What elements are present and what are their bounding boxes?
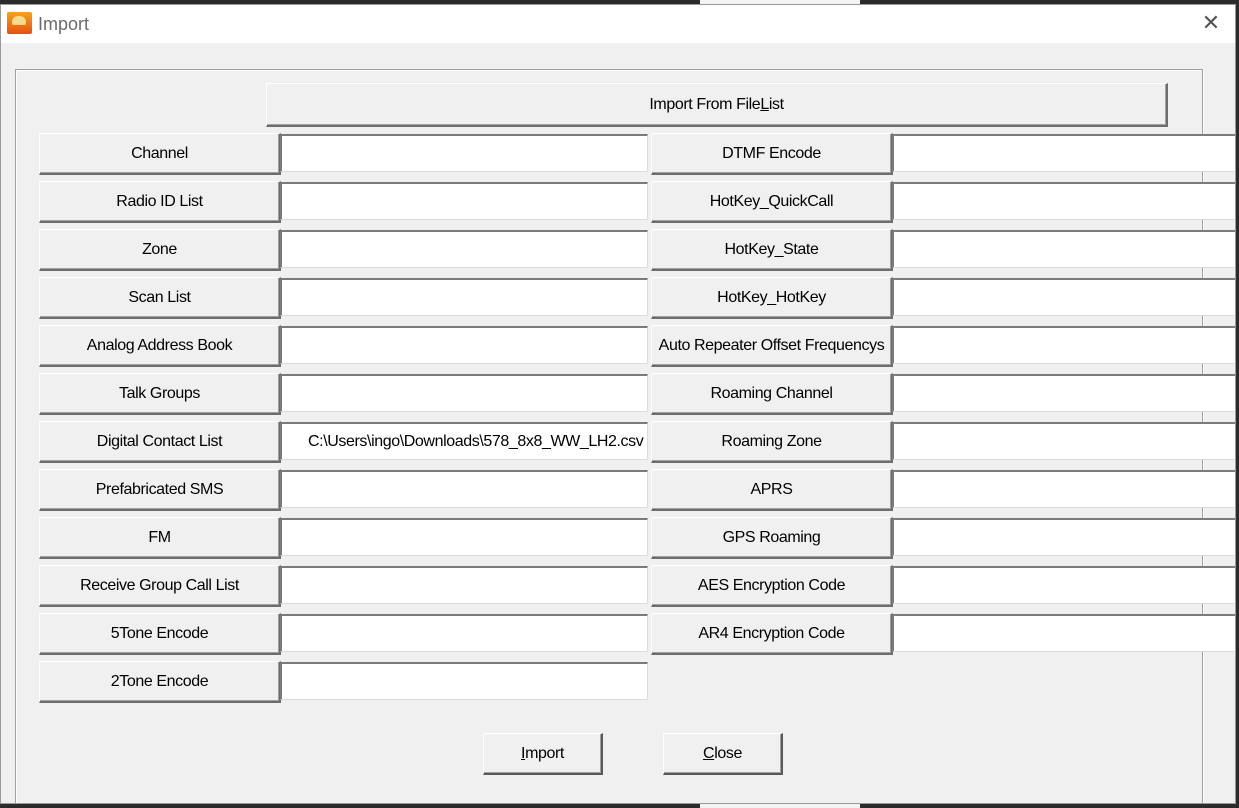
hotkey-state-path-field[interactable] [892, 230, 1235, 268]
auto-repeater-offset-frequencys-path-field[interactable] [892, 326, 1235, 364]
aprs-button[interactable]: APRS [651, 469, 893, 511]
scan-list-path-field[interactable] [280, 278, 648, 316]
channel-path-field[interactable] [280, 134, 648, 172]
fm-button[interactable]: FM [39, 517, 281, 559]
receive-group-call-list-button[interactable]: Receive Group Call List [39, 565, 281, 607]
gps-roaming-button[interactable]: GPS Roaming [651, 517, 893, 559]
radio-id-list-path-field[interactable] [280, 182, 648, 220]
import-button[interactable]: Import [483, 733, 603, 775]
close-icon[interactable]: ✕ [1201, 10, 1221, 35]
ar4-encryption-code-path-field[interactable] [892, 614, 1235, 652]
roaming-channel-path-field[interactable] [892, 374, 1235, 412]
channel-button[interactable]: Channel [39, 133, 281, 175]
5tone-encode-path-field[interactable] [280, 614, 648, 652]
file-list-mnemonic: L [760, 95, 769, 113]
prefabricated-sms-path-field[interactable] [280, 470, 648, 508]
2tone-encode-path-field[interactable] [280, 662, 648, 700]
close-button-mnemonic: C [703, 744, 715, 762]
zone-button[interactable]: Zone [39, 229, 281, 271]
import-button-rest: mport [525, 744, 564, 762]
close-button[interactable]: Close [663, 733, 783, 775]
dtmf-encode-path-field[interactable] [892, 134, 1235, 172]
prefabricated-sms-button[interactable]: Prefabricated SMS [39, 469, 281, 511]
aes-encryption-code-path-field[interactable] [892, 566, 1235, 604]
aprs-path-field[interactable] [892, 470, 1235, 508]
ar4-encryption-code-button[interactable]: AR4 Encryption Code [651, 613, 893, 655]
roaming-channel-button[interactable]: Roaming Channel [651, 373, 893, 415]
analog-address-book-button[interactable]: Analog Address Book [39, 325, 281, 367]
hotkey-quickcall-path-field[interactable] [892, 182, 1235, 220]
aes-encryption-code-button[interactable]: AES Encryption Code [651, 565, 893, 607]
import-button-mnemonic: I [521, 744, 526, 762]
title-bar: Import ✕ [1, 5, 1235, 43]
close-button-rest: lose [714, 744, 742, 762]
roaming-zone-button[interactable]: Roaming Zone [651, 421, 893, 463]
scan-list-button[interactable]: Scan List [39, 277, 281, 319]
gps-roaming-path-field[interactable] [892, 518, 1235, 556]
hotkey-quickcall-button[interactable]: HotKey_QuickCall [651, 181, 893, 223]
close-button-label: Close [703, 745, 742, 763]
2tone-encode-button[interactable]: 2Tone Encode [39, 661, 281, 703]
talk-groups-path-field[interactable] [280, 374, 648, 412]
hotkey-hotkey-path-field[interactable] [892, 278, 1235, 316]
fm-path-field[interactable] [280, 518, 648, 556]
hotkey-state-button[interactable]: HotKey_State [651, 229, 893, 271]
window-title: Import [38, 14, 90, 34]
zone-path-field[interactable] [280, 230, 648, 268]
digital-contact-list-button[interactable]: Digital Contact List [39, 421, 281, 463]
auto-repeater-offset-frequencys-button[interactable]: Auto Repeater Offset Frequencys [651, 325, 893, 367]
5tone-encode-button[interactable]: 5Tone Encode [39, 613, 281, 655]
digital-contact-list-path-field[interactable]: C:\Users\ingo\Downloads\578_8x8_WW_LH2.c… [280, 422, 648, 460]
roaming-zone-path-field[interactable] [892, 422, 1235, 460]
analog-address-book-path-field[interactable] [280, 326, 648, 364]
radio-id-list-button[interactable]: Radio ID List [39, 181, 281, 223]
dtmf-encode-button[interactable]: DTMF Encode [651, 133, 893, 175]
import-button-label: Import [521, 745, 564, 763]
hotkey-hotkey-button[interactable]: HotKey_HotKey [651, 277, 893, 319]
talk-groups-button[interactable]: Talk Groups [39, 373, 281, 415]
receive-group-call-list-path-field[interactable] [280, 566, 648, 604]
app-logo-icon [7, 12, 32, 34]
